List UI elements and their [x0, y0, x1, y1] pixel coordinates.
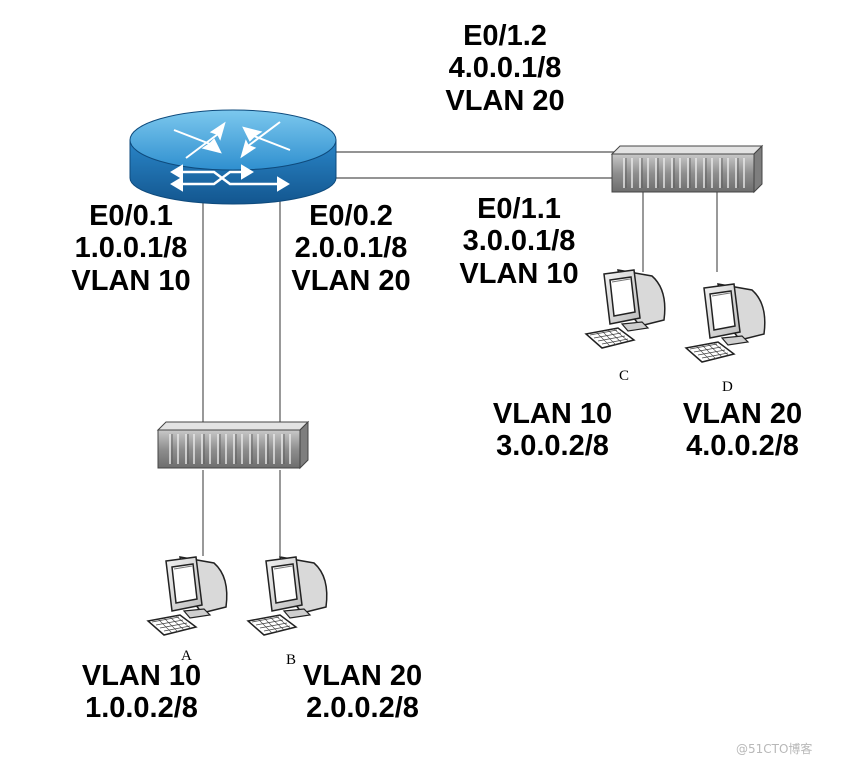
- watermark: @51CTO博客: [736, 742, 813, 756]
- label-e0-1-1: E0/1.1 3.0.0.1/8 VLAN 10: [459, 193, 579, 290]
- switch-left-icon: [157, 421, 309, 469]
- label-e0-1-2: E0/1.2 4.0.0.1/8 VLAN 20: [445, 20, 565, 117]
- host-b-label: VLAN 20 2.0.0.2/8: [302, 660, 423, 725]
- label-e0-0-2: E0/0.2 2.0.0.1/8 VLAN 20: [291, 200, 411, 297]
- pc-b-letter: B: [286, 652, 297, 668]
- pc-b-icon: [247, 556, 328, 636]
- pc-a-icon: [147, 556, 228, 636]
- pc-a-letter: A: [181, 648, 192, 664]
- pc-d-icon: [685, 283, 766, 363]
- router-icon: [129, 109, 337, 205]
- host-d-label: VLAN 20 4.0.0.2/8: [682, 398, 803, 463]
- host-c-label: VLAN 10 3.0.0.2/8: [492, 398, 613, 463]
- switch-right-icon: [611, 145, 763, 193]
- label-e0-0-1: E0/0.1 1.0.0.1/8 VLAN 10: [71, 200, 191, 297]
- pc-c-letter: C: [619, 368, 630, 384]
- pc-d-letter: D: [722, 379, 733, 395]
- host-a-label: VLAN 10 1.0.0.2/8: [81, 660, 202, 725]
- link-lines: [202, 151, 718, 556]
- pc-c-icon: [585, 269, 666, 349]
